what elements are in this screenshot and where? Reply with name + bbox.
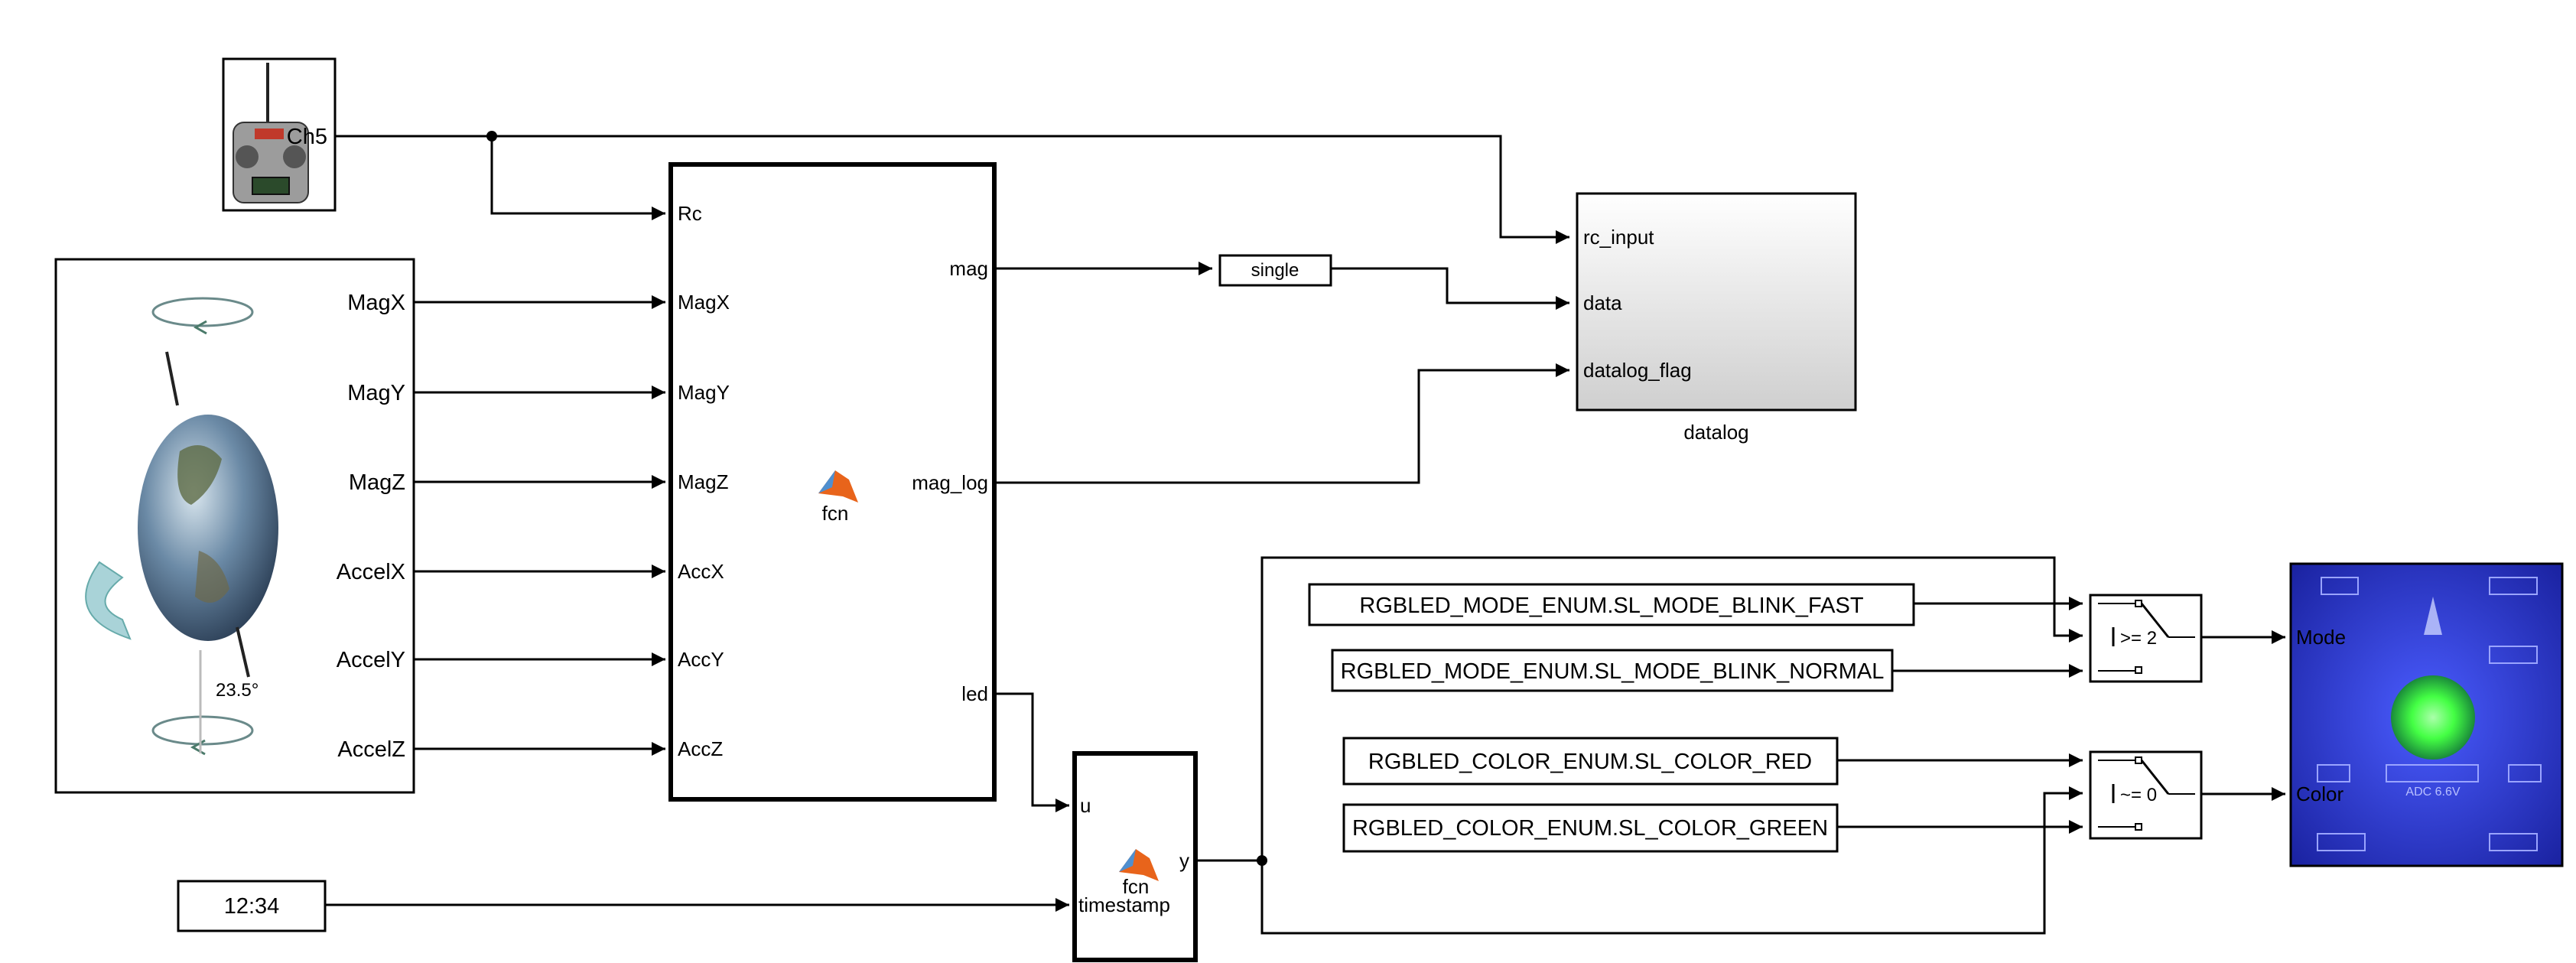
junction-ch5 (486, 131, 497, 142)
rgbled-board-label: ADC 6.6V (2405, 786, 2460, 799)
imu-block[interactable]: 23.5° MagX MagY MagZ AccelX AccelY Accel… (54, 258, 415, 794)
constant-color-red-value: RGBLED_COLOR_ENUM.SL_COLOR_RED (1368, 750, 1812, 774)
line-ch5-to-rc-input[interactable] (329, 135, 1569, 244)
constant-color-green-value: RGBLED_COLOR_ENUM.SL_COLOR_GREEN (1352, 816, 1828, 841)
imu-port-magz: MagZ (349, 470, 405, 495)
fcn-main-in-accz: AccZ (678, 737, 723, 760)
rgbled-block[interactable]: ADC 6.6V Mode Color (2289, 562, 2564, 867)
matlab-logo-icon (818, 470, 858, 503)
fcn-main-out-led: led (961, 682, 988, 705)
fcn-main-in-rc: Rc (678, 202, 702, 225)
fcn-main-label: fcn (822, 502, 849, 525)
clock-block[interactable]: 12:34 (177, 880, 327, 932)
datalog-in-flag: datalog_flag (1583, 359, 1692, 382)
fcn-main-in-magx: MagX (678, 291, 730, 314)
signal-lines (323, 135, 2285, 935)
fcn-led-in-u: u (1080, 794, 1091, 817)
line-y-to-mode-criteria[interactable] (1260, 556, 2083, 861)
matlab-logo-icon (1119, 849, 1159, 881)
single-convert-label: single (1251, 260, 1299, 281)
clock-value: 12:34 (224, 894, 280, 919)
fcn-led-block[interactable]: u timestamp y fcn (1072, 751, 1198, 962)
fcn-main-out-maglog: mag_log (912, 471, 988, 494)
fcn-led-out-y: y (1179, 849, 1189, 872)
fcn-main-in-magy: MagY (678, 381, 730, 404)
junction-y (1257, 855, 1267, 866)
constant-color-green[interactable]: RGBLED_COLOR_ENUM.SL_COLOR_GREEN (1342, 803, 1839, 853)
rgbled-light (2391, 675, 2475, 760)
line-maglog-to-flag[interactable] (992, 363, 1569, 484)
rgbled-in-mode: Mode (2296, 626, 2346, 649)
imu-port-accelz: AccelZ (337, 737, 405, 762)
constant-mode-normal-value: RGBLED_MODE_ENUM.SL_MODE_BLINK_NORMAL (1341, 659, 1885, 684)
earth-rotation-icon: 23.5° (85, 297, 278, 756)
switch-color-block[interactable]: ~= 0 (2089, 750, 2203, 840)
switch-mode-criteria: >= 2 (2120, 628, 2157, 649)
rgbled-in-color: Color (2296, 782, 2343, 805)
line-ch5-to-rc[interactable] (490, 136, 665, 220)
line-y-to-color-criteria[interactable] (1260, 786, 2083, 935)
line-led-to-u[interactable] (992, 692, 1069, 812)
datalog-name: datalog (1683, 421, 1748, 444)
fcn-main-block[interactable]: Rc MagX MagY MagZ AccX AccY AccZ mag mag… (668, 162, 997, 802)
fcn-main-in-accy: AccY (678, 648, 724, 671)
switch-color-criteria: ~= 0 (2120, 785, 2157, 805)
constant-mode-fast-value: RGBLED_MODE_ENUM.SL_MODE_BLINK_FAST (1359, 594, 1863, 618)
datalog-in-rc-input: rc_input (1583, 226, 1654, 249)
imu-port-accely: AccelY (337, 648, 405, 672)
datalog-block[interactable]: rc_input data datalog_flag datalog (1576, 192, 1857, 444)
fcn-led-in-timestamp: timestamp (1078, 893, 1170, 916)
fcn-main-in-accx: AccX (678, 560, 724, 583)
single-convert-block[interactable]: single (1218, 254, 1332, 287)
imu-port-magy: MagY (347, 381, 405, 405)
line-single-to-data[interactable] (1327, 267, 1569, 310)
fcn-main-in-magz: MagZ (678, 470, 729, 493)
constant-mode-normal[interactable]: RGBLED_MODE_ENUM.SL_MODE_BLINK_NORMAL (1331, 649, 1894, 692)
imu-port-accelx: AccelX (337, 560, 405, 584)
switch-mode-block[interactable]: >= 2 (2089, 594, 2203, 683)
radio-block[interactable]: Ch5 (222, 57, 337, 212)
constant-color-red[interactable]: RGBLED_COLOR_ENUM.SL_COLOR_RED (1342, 737, 1839, 786)
datalog-in-data: data (1583, 291, 1622, 314)
fcn-led-label: fcn (1123, 875, 1150, 898)
imu-tilt-label: 23.5° (216, 680, 259, 701)
fcn-main-out-mag: mag (949, 257, 988, 280)
radio-port-ch5: Ch5 (287, 125, 327, 149)
constant-mode-fast[interactable]: RGBLED_MODE_ENUM.SL_MODE_BLINK_FAST (1308, 583, 1915, 626)
rgb-led-board-icon: ADC 6.6V (2317, 577, 2542, 851)
imu-port-magx: MagX (347, 291, 405, 315)
rc-transmitter-icon (233, 63, 309, 203)
